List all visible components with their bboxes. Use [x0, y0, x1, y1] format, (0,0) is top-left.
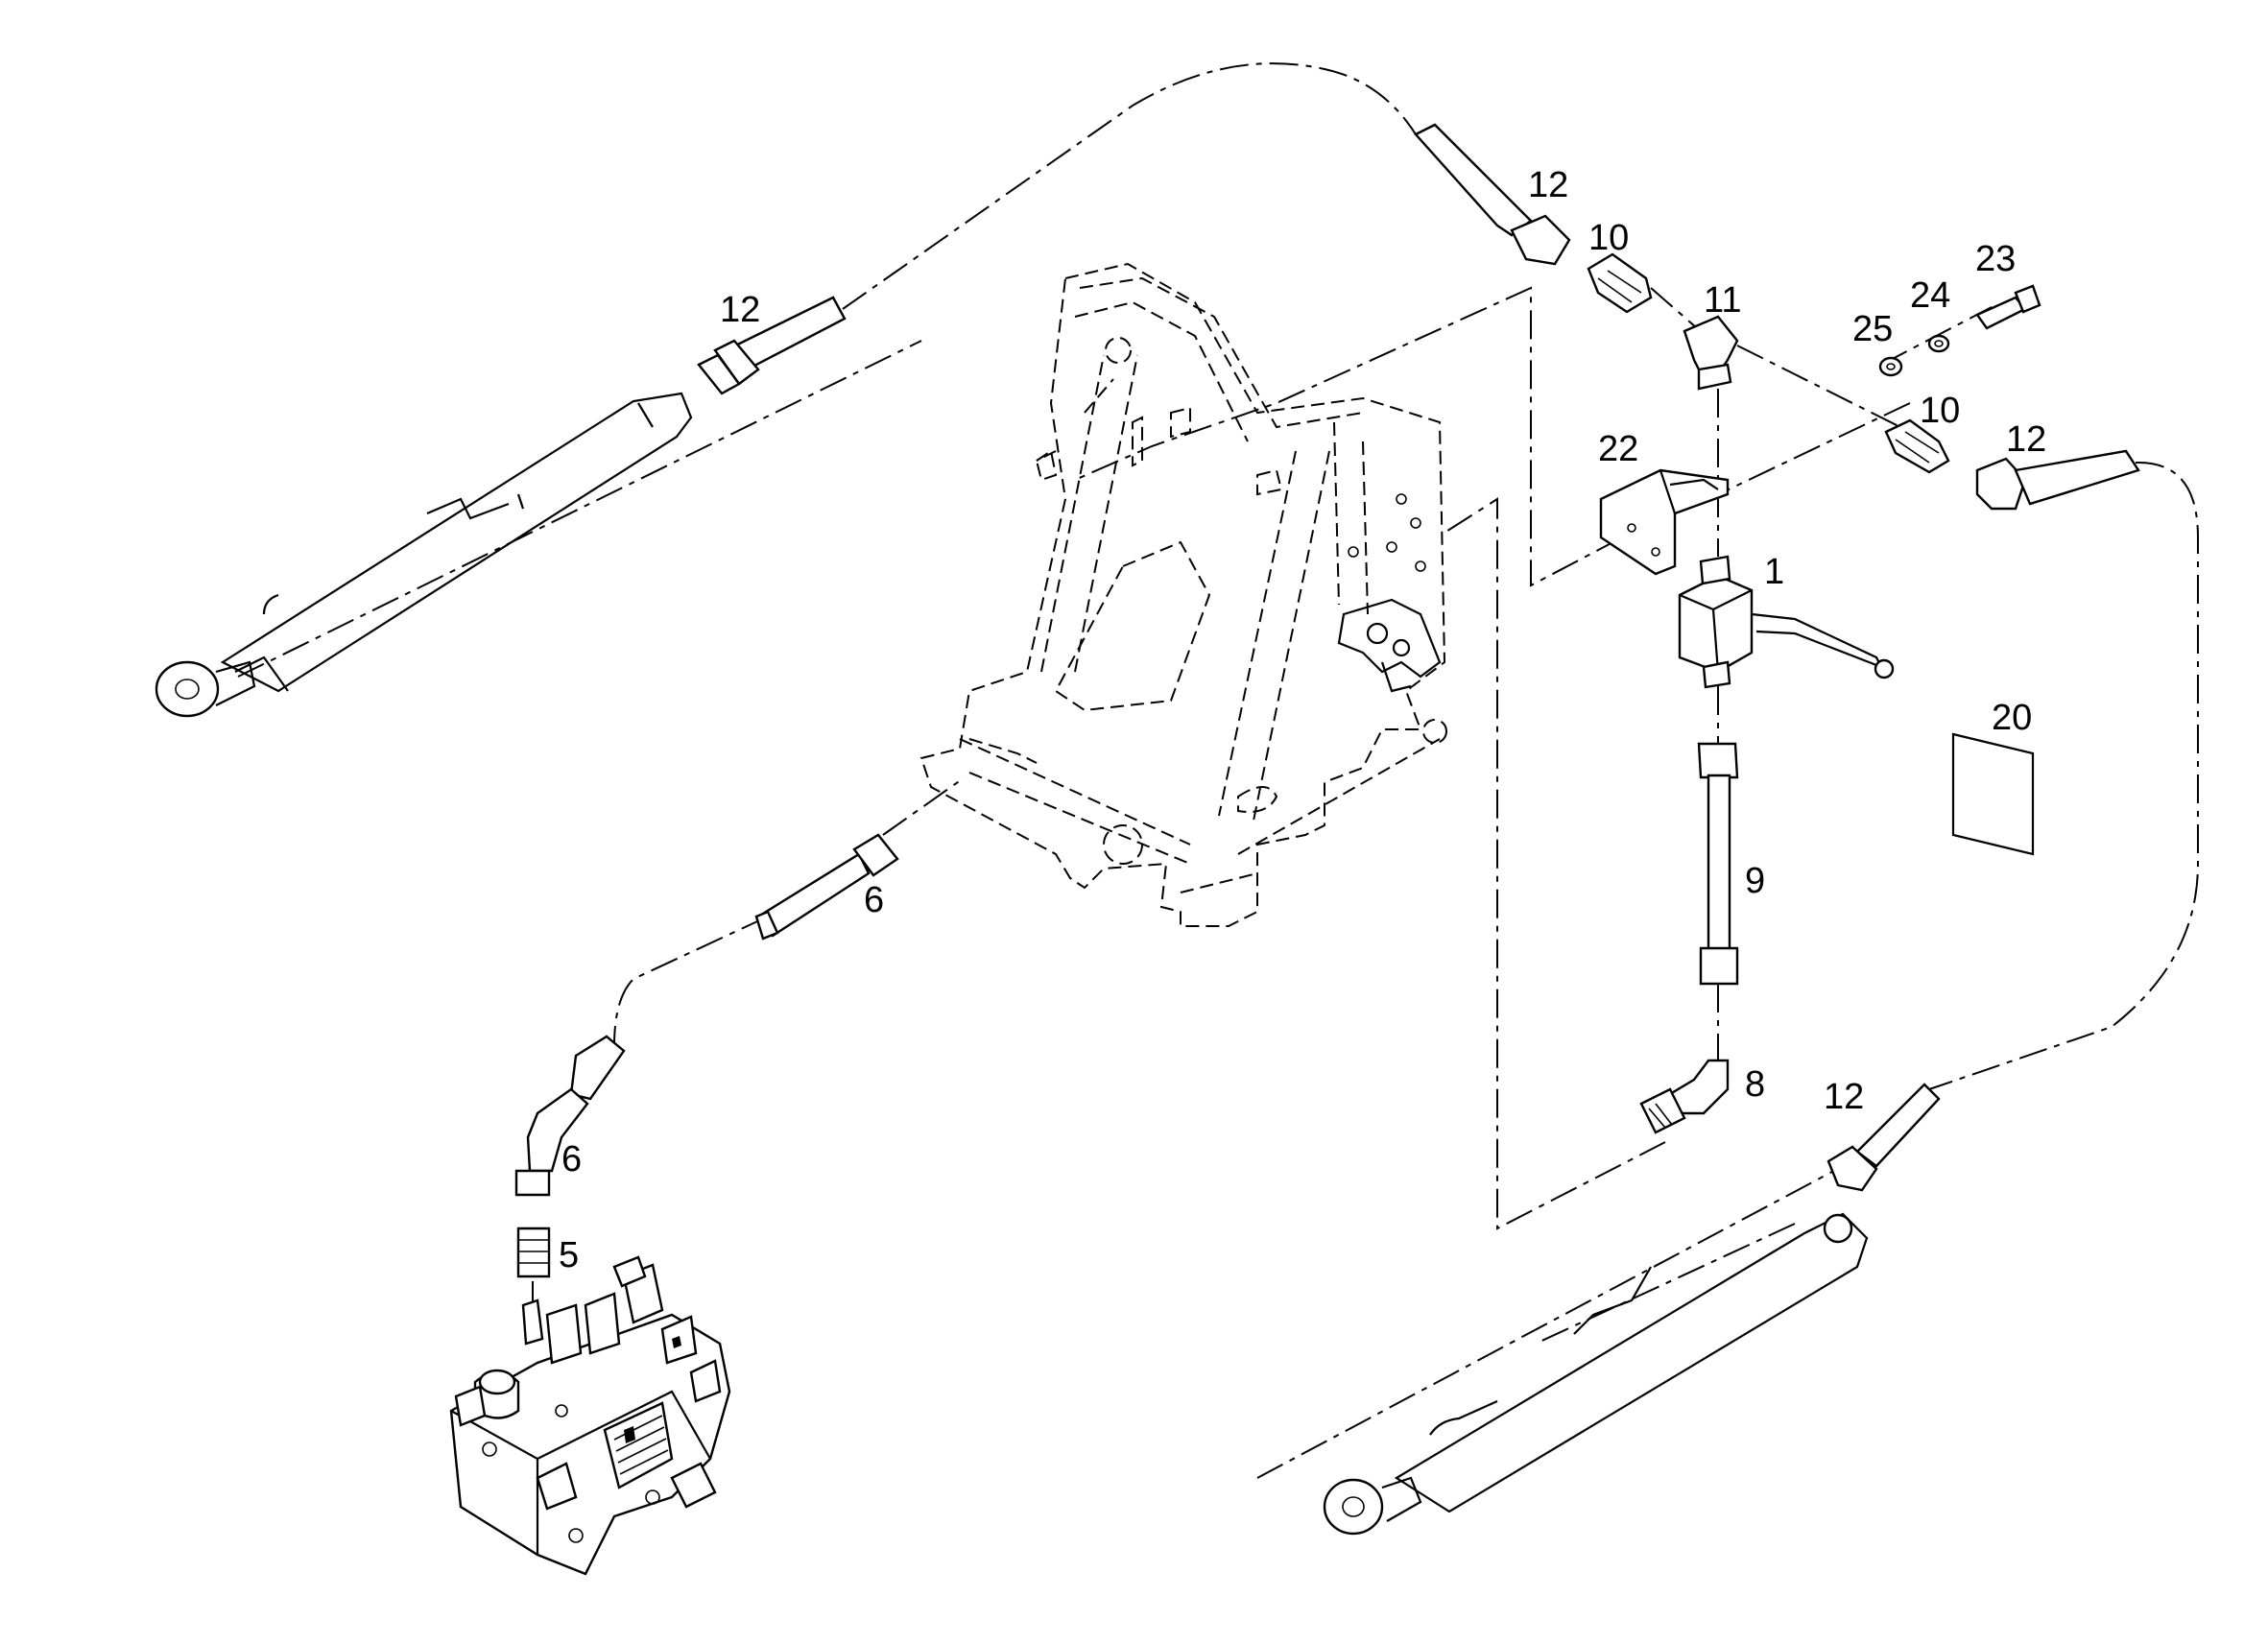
callout-23: 23: [1975, 239, 2016, 279]
callout-labels: 1 5 6 6 8 9 10 10 11 12 12 12 12 20 22 2…: [559, 165, 2046, 1275]
decal-20: [1951, 732, 2035, 856]
hose-12-left: [697, 296, 847, 395]
elbow-fitting-8: [1639, 1059, 1730, 1134]
callout-10-right: 10: [1920, 391, 1960, 431]
callout-25: 25: [1852, 309, 1893, 349]
fitting-10-right: [1884, 418, 1950, 474]
fitting-10-top: [1587, 252, 1653, 314]
callout-24: 24: [1910, 275, 1950, 316]
left-lift-cylinder: [155, 392, 693, 718]
callout-12-right: 12: [2006, 419, 2046, 460]
valve-block-1: [1678, 555, 1895, 689]
adapter-5: [516, 1227, 551, 1278]
callout-20: 20: [1992, 698, 2032, 738]
tractor-frame-phantom: [919, 262, 1447, 927]
control-valve-assembly: [449, 1255, 731, 1576]
callout-12-bottom: 12: [1824, 1077, 1864, 1117]
callout-12-left: 12: [720, 290, 760, 330]
tee-fitting-11: [1683, 315, 1739, 391]
hose-6-lower: [514, 1035, 626, 1197]
bracket-22: [1599, 468, 1730, 576]
callout-6-upper: 6: [864, 880, 884, 920]
callout-1: 1: [1764, 552, 1784, 592]
right-lift-cylinder: [1323, 1212, 1869, 1536]
washers-and-bolt: [1878, 284, 2041, 377]
callout-5: 5: [559, 1235, 579, 1275]
hose-12-right: [1975, 449, 2140, 511]
callout-6-lower: 6: [561, 1139, 582, 1179]
callout-11: 11: [1704, 280, 1741, 321]
callout-22: 22: [1598, 429, 1638, 469]
callout-9: 9: [1745, 861, 1765, 901]
callout-12-top: 12: [1528, 165, 1568, 205]
hose-12-bottom: [1826, 1083, 1941, 1192]
callout-8: 8: [1745, 1064, 1765, 1105]
hose-9: [1697, 742, 1739, 986]
callout-10-top: 10: [1588, 218, 1629, 258]
hose-6-upper: [754, 833, 899, 941]
hose-12-top: [1414, 123, 1571, 266]
